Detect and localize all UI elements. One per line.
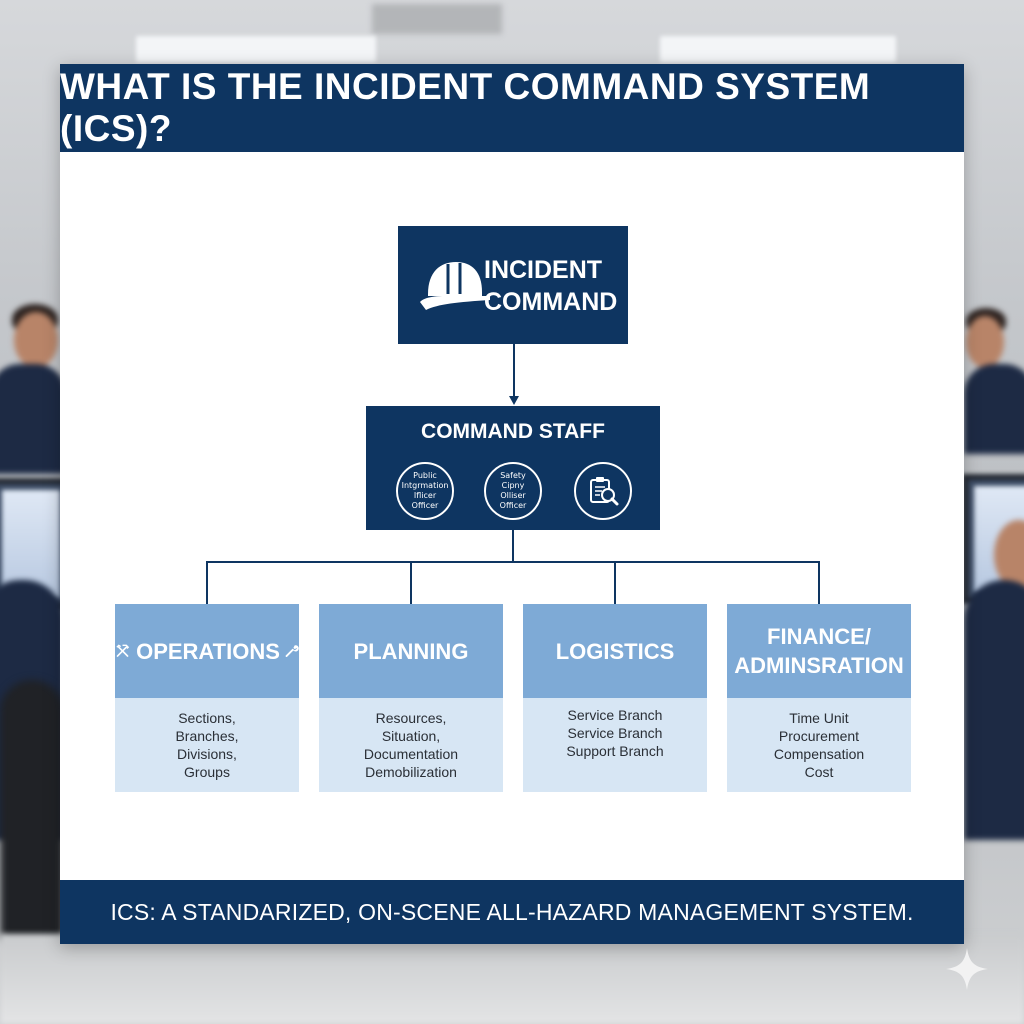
section-item: Resources, [375, 710, 447, 726]
sparkle-icon [946, 948, 988, 990]
section-logistics: LOGISTICS Service Branch Service Branch … [523, 604, 707, 792]
connector-line [818, 561, 820, 604]
command-staff-title: COMMAND STAFF [421, 420, 605, 443]
connector-line [614, 561, 616, 604]
arrow-head [509, 396, 519, 405]
section-item: Groups [184, 764, 230, 780]
footer-caption: ICS: A STANDARIZED, ON-SCENE ALL-HAZARD … [110, 898, 914, 925]
helmet-icon [420, 262, 490, 310]
officer-left [0, 300, 66, 474]
connector-line [410, 561, 412, 604]
section-item: Service Branch [567, 707, 663, 723]
badge-text: Officer [499, 501, 527, 510]
incident-command-line1: INCIDENT [484, 256, 603, 284]
section-item: Sections, [178, 710, 236, 726]
floor [0, 934, 1024, 1024]
section-items: Sections, Branches, Divisions, Groups [115, 698, 299, 792]
section-item: Demobilization [365, 764, 457, 780]
ceiling-light [660, 36, 896, 62]
section-item: Service Branch [567, 725, 663, 741]
section-item: Compensation [773, 746, 865, 762]
section-item: Support Branch [566, 743, 664, 759]
connector-line [206, 561, 208, 604]
section-items: Resources, Situation, Documentation Demo… [319, 698, 503, 792]
connector-line [513, 344, 515, 398]
badge-text: Olliser [500, 491, 526, 500]
section-item: Time Unit [789, 710, 849, 726]
ceiling-light [136, 36, 376, 62]
section-finance-administration: FINANCE/ ADMINSRATION Time Unit Procurem… [727, 604, 911, 792]
section-header: PLANNING [319, 604, 503, 698]
section-items: Time Unit Procurement Compensation Cost [727, 698, 911, 792]
command-staff-box: COMMAND STAFF Public Intgrmation Iflicer… [366, 406, 660, 530]
section-item: Cost [804, 764, 834, 780]
badge-text: Iflicer [413, 491, 437, 500]
incident-command-box: INCIDENT COMMAND [398, 226, 628, 344]
section-item: Branches, [175, 728, 239, 744]
section-label: PLANNING [353, 638, 469, 664]
connector-line [512, 530, 514, 562]
section-label-line: FINANCE/ [767, 624, 871, 649]
section-header: FINANCE/ ADMINSRATION [727, 604, 911, 698]
title-bar: WHAT IS THE INCIDENT COMMAND SYSTEM (ICS… [60, 64, 964, 152]
section-item: Situation, [381, 728, 441, 744]
footer-bar: ICS: A STANDARIZED, ON-SCENE ALL-HAZARD … [60, 880, 964, 944]
badge-text: Safety [500, 471, 526, 480]
badge-text: Officer [411, 501, 439, 510]
section-item: Procurement [778, 728, 860, 744]
incident-command-line2: COMMAND [484, 288, 618, 316]
connector-line [206, 561, 820, 563]
infographic-card: WHAT IS THE INCIDENT COMMAND SYSTEM (ICS… [60, 64, 964, 944]
section-header: OPERATIONS [115, 604, 299, 698]
badge-text: Intgrmation [401, 481, 449, 490]
section-planning: PLANNING Resources, Situation, Documenta… [319, 604, 503, 792]
incident-command-label: INCIDENT COMMAND [484, 254, 617, 318]
section-label-line: ADMINSRATION [734, 653, 904, 678]
section-label: LOGISTICS [555, 638, 675, 664]
section-item: Documentation [363, 746, 459, 762]
wrench-icon [285, 645, 299, 657]
public-information-officer-badge: Public Intgrmation Iflicer Officer [396, 462, 454, 520]
section-header: LOGISTICS [523, 604, 707, 698]
badge-text: Public [413, 471, 437, 480]
section-label: OPERATIONS [136, 638, 280, 664]
officer-right-front [964, 520, 1024, 840]
officer-right [964, 304, 1024, 454]
section-items: Service Branch Service Branch Support Br… [523, 698, 707, 792]
section-operations: OPERATIONS Sections, Branches, Divisions… [115, 604, 299, 792]
ceiling-vent [372, 4, 502, 34]
liaison-officer-badge [574, 462, 632, 520]
chair [0, 680, 64, 940]
badge-text: Cipny [501, 481, 525, 490]
safety-officer-badge: Safety Cipny Olliser Officer [484, 462, 542, 520]
hammer-pick-icon [116, 644, 130, 657]
page-title: WHAT IS THE INCIDENT COMMAND SYSTEM (ICS… [60, 66, 871, 149]
clipboard-search-icon [590, 477, 619, 506]
section-item: Divisions, [177, 746, 237, 762]
